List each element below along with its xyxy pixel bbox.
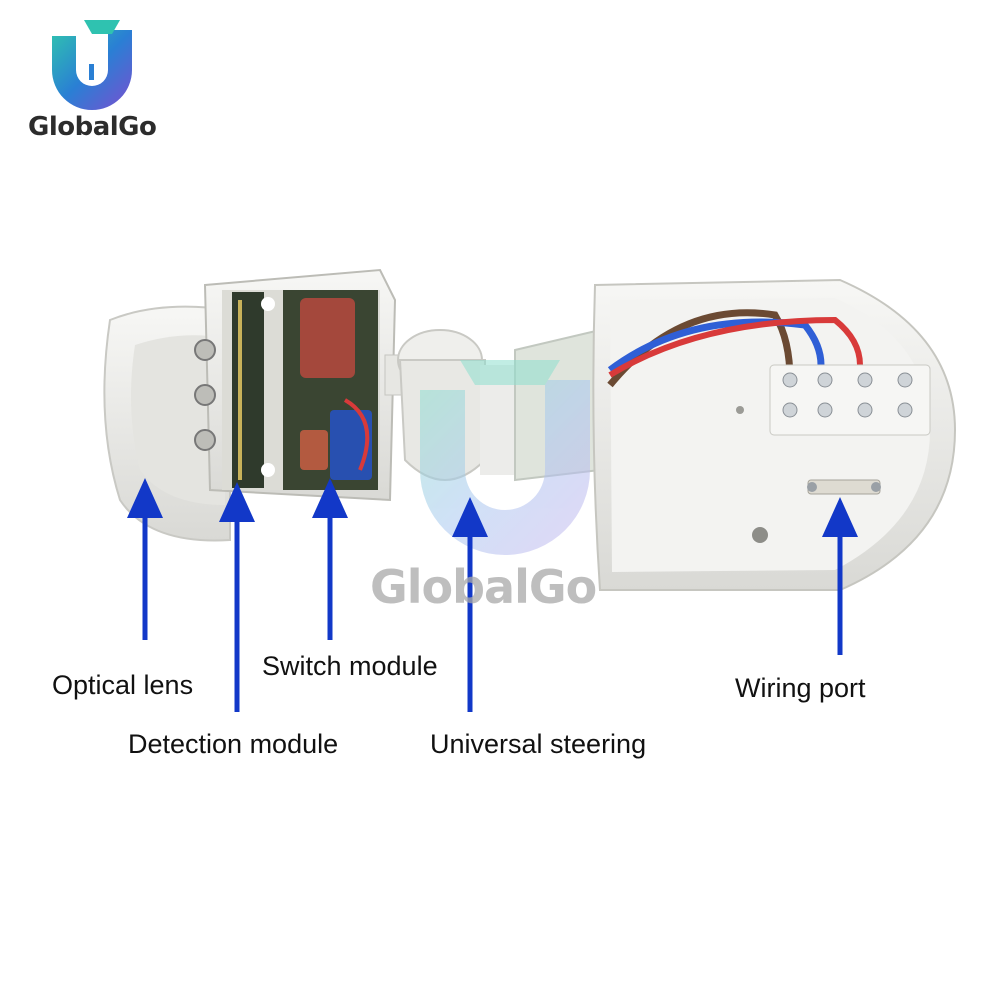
arrow-detection-module bbox=[219, 482, 255, 712]
arrow-optical-lens bbox=[127, 478, 163, 640]
optical-lens-dome bbox=[103, 305, 231, 542]
terminal-block bbox=[769, 364, 931, 436]
callout-arrows bbox=[127, 478, 858, 712]
label-wiring-port: Wiring port bbox=[735, 673, 866, 703]
arrow-wiring-port bbox=[822, 497, 858, 655]
label-switch-module: Switch module bbox=[262, 651, 438, 681]
wiring-base-plate bbox=[592, 278, 957, 591]
label-optical-lens: Optical lens bbox=[52, 670, 194, 700]
watermark-logo-icon bbox=[420, 360, 590, 555]
label-detection-module: Detection module bbox=[128, 729, 339, 759]
brand-name: GlobalGo bbox=[28, 112, 157, 142]
sensor-housing bbox=[194, 268, 397, 502]
arrow-switch-module bbox=[312, 478, 348, 640]
arrow-universal-steering bbox=[452, 497, 488, 712]
brand-logo-icon bbox=[52, 20, 132, 110]
label-universal-steering: Universal steering bbox=[430, 729, 647, 759]
watermark-text: GlobalGo bbox=[370, 560, 597, 614]
